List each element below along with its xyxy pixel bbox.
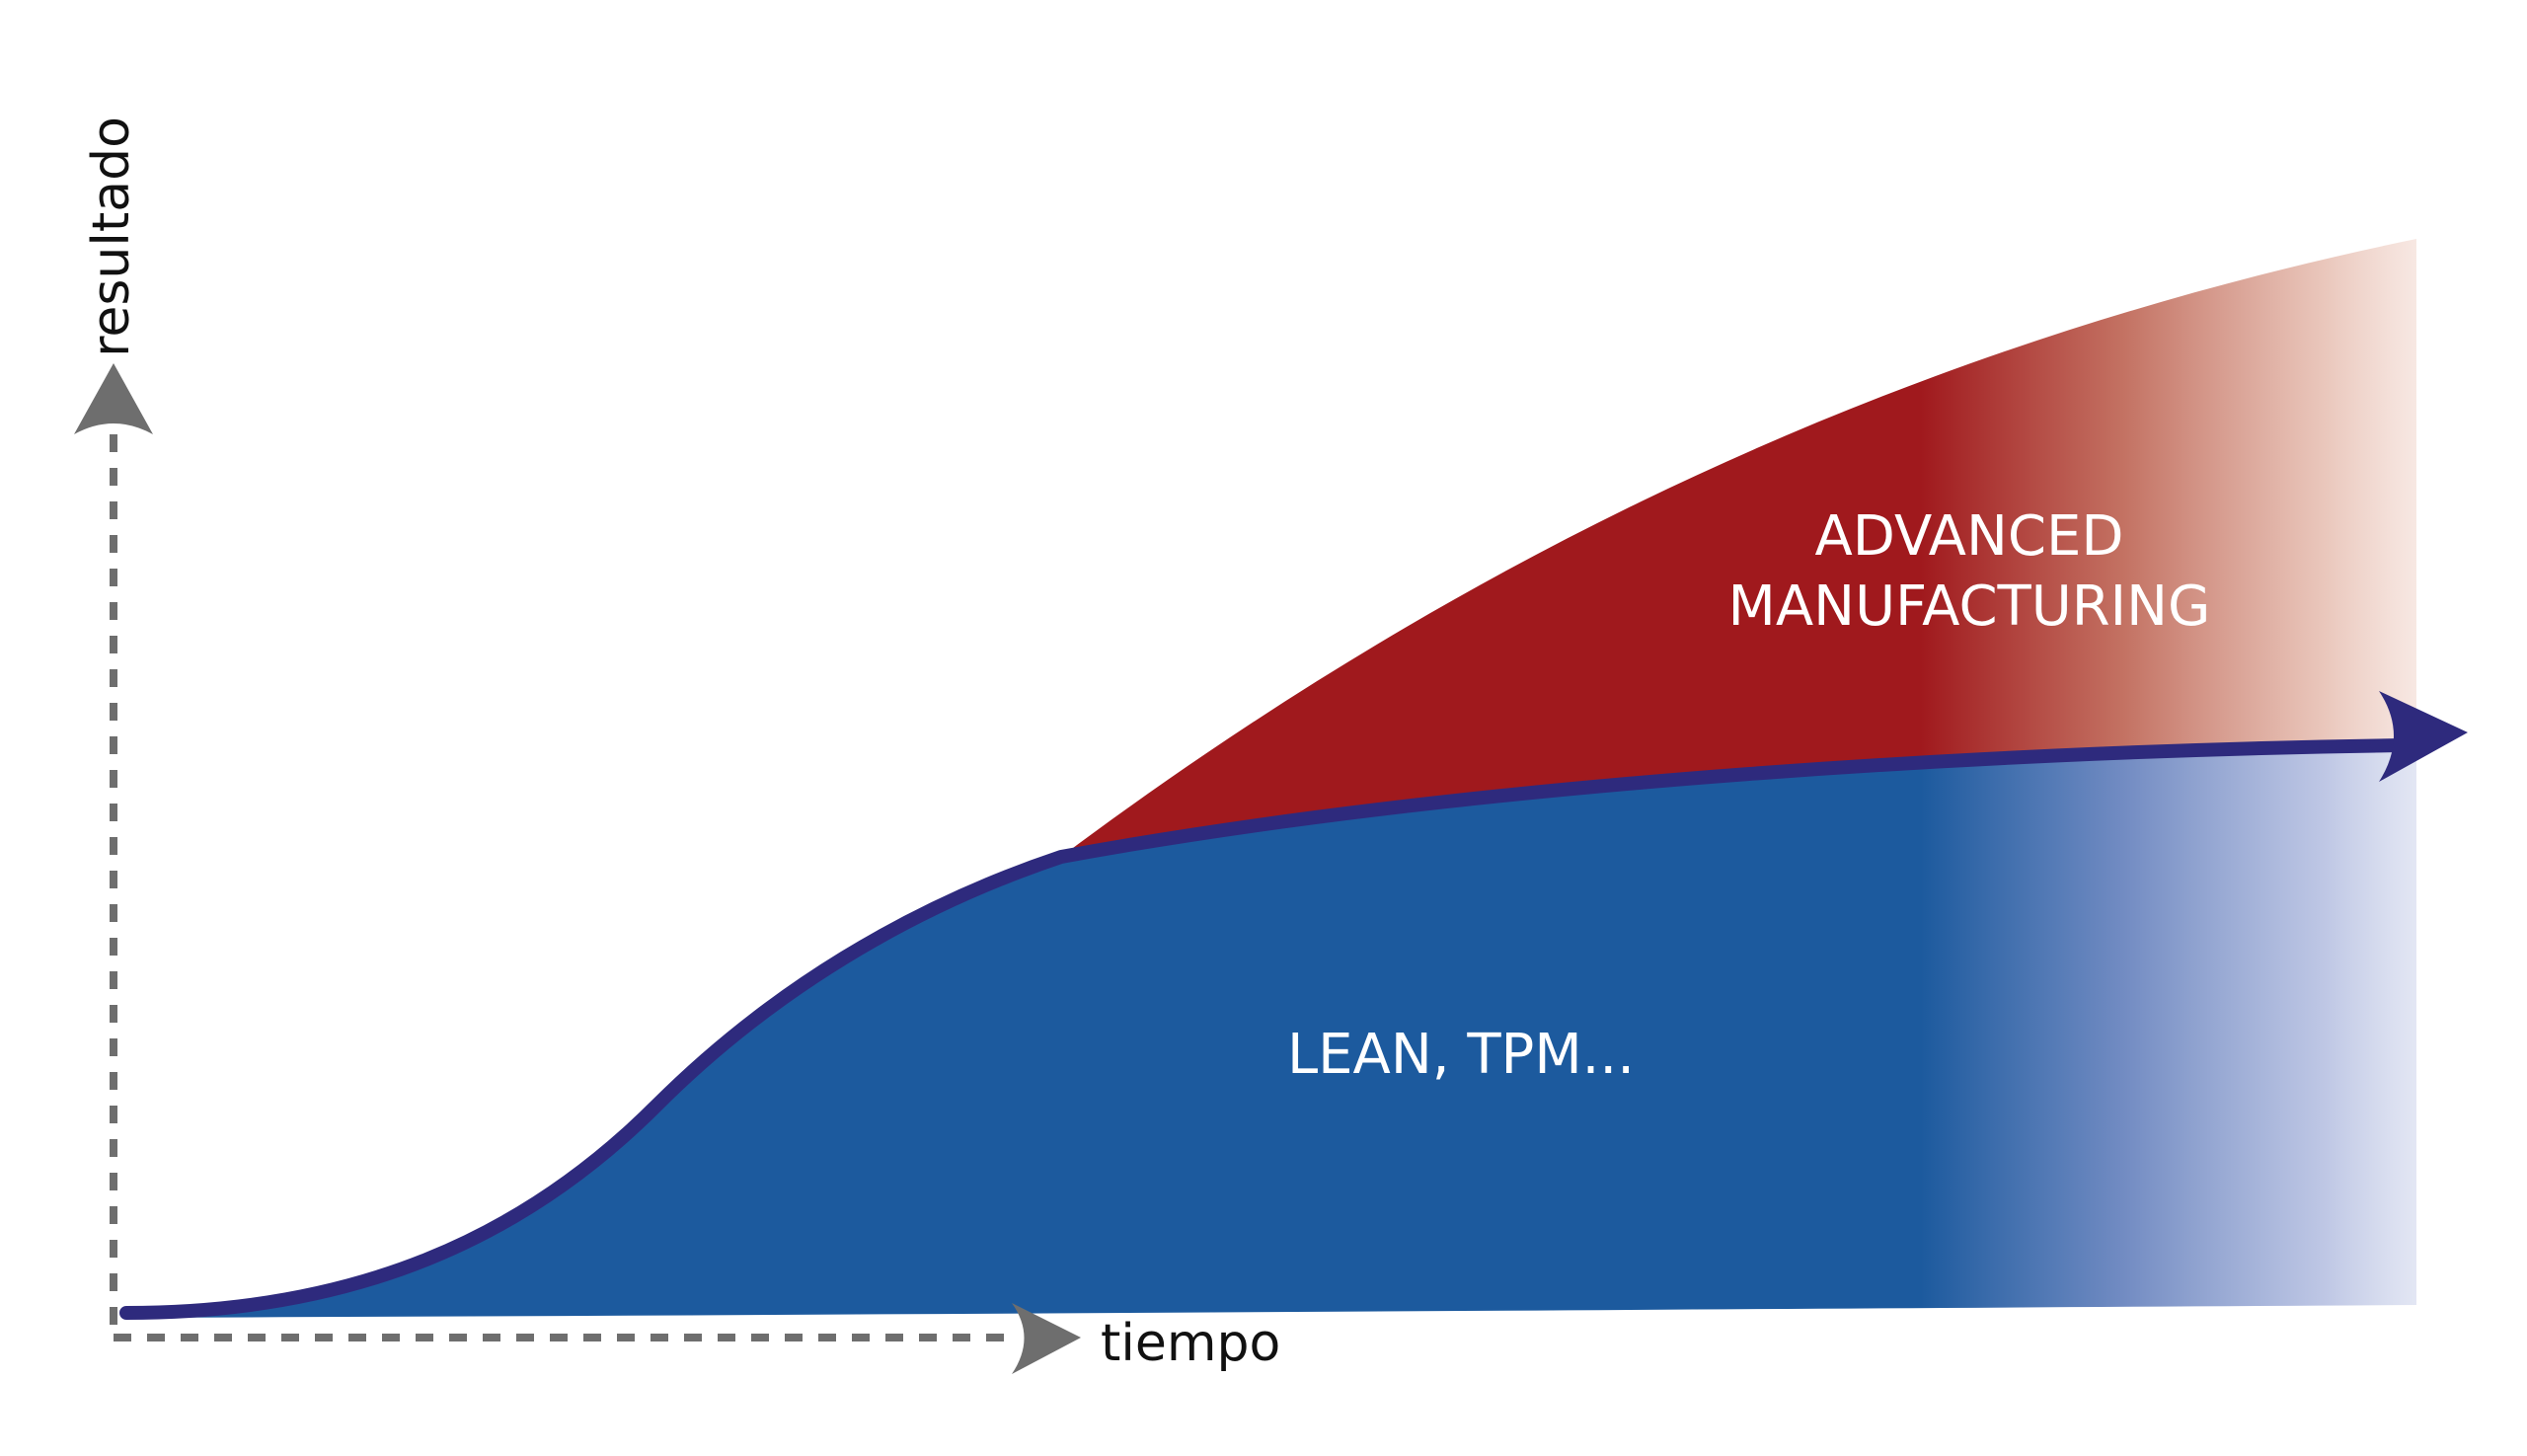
main-growth-curve <box>119 738 2415 1320</box>
x-axis-arrowhead <box>1012 1303 1081 1374</box>
advanced-manufacturing-label-line2: MANUFACTURING <box>1728 575 2211 639</box>
lean-tpm-label: LEAN, TPM... <box>1287 1023 1635 1087</box>
advanced-manufacturing-area <box>1061 239 2416 857</box>
advanced-manufacturing-label-line1: ADVANCED <box>1815 504 2124 569</box>
lean-tpm-area <box>126 742 2416 1318</box>
y-axis-label: resultado <box>82 116 141 357</box>
y-axis-arrowhead <box>74 363 153 434</box>
curve-arrowhead <box>2379 691 2468 782</box>
x-axis-label: tiempo <box>1101 1314 1280 1373</box>
